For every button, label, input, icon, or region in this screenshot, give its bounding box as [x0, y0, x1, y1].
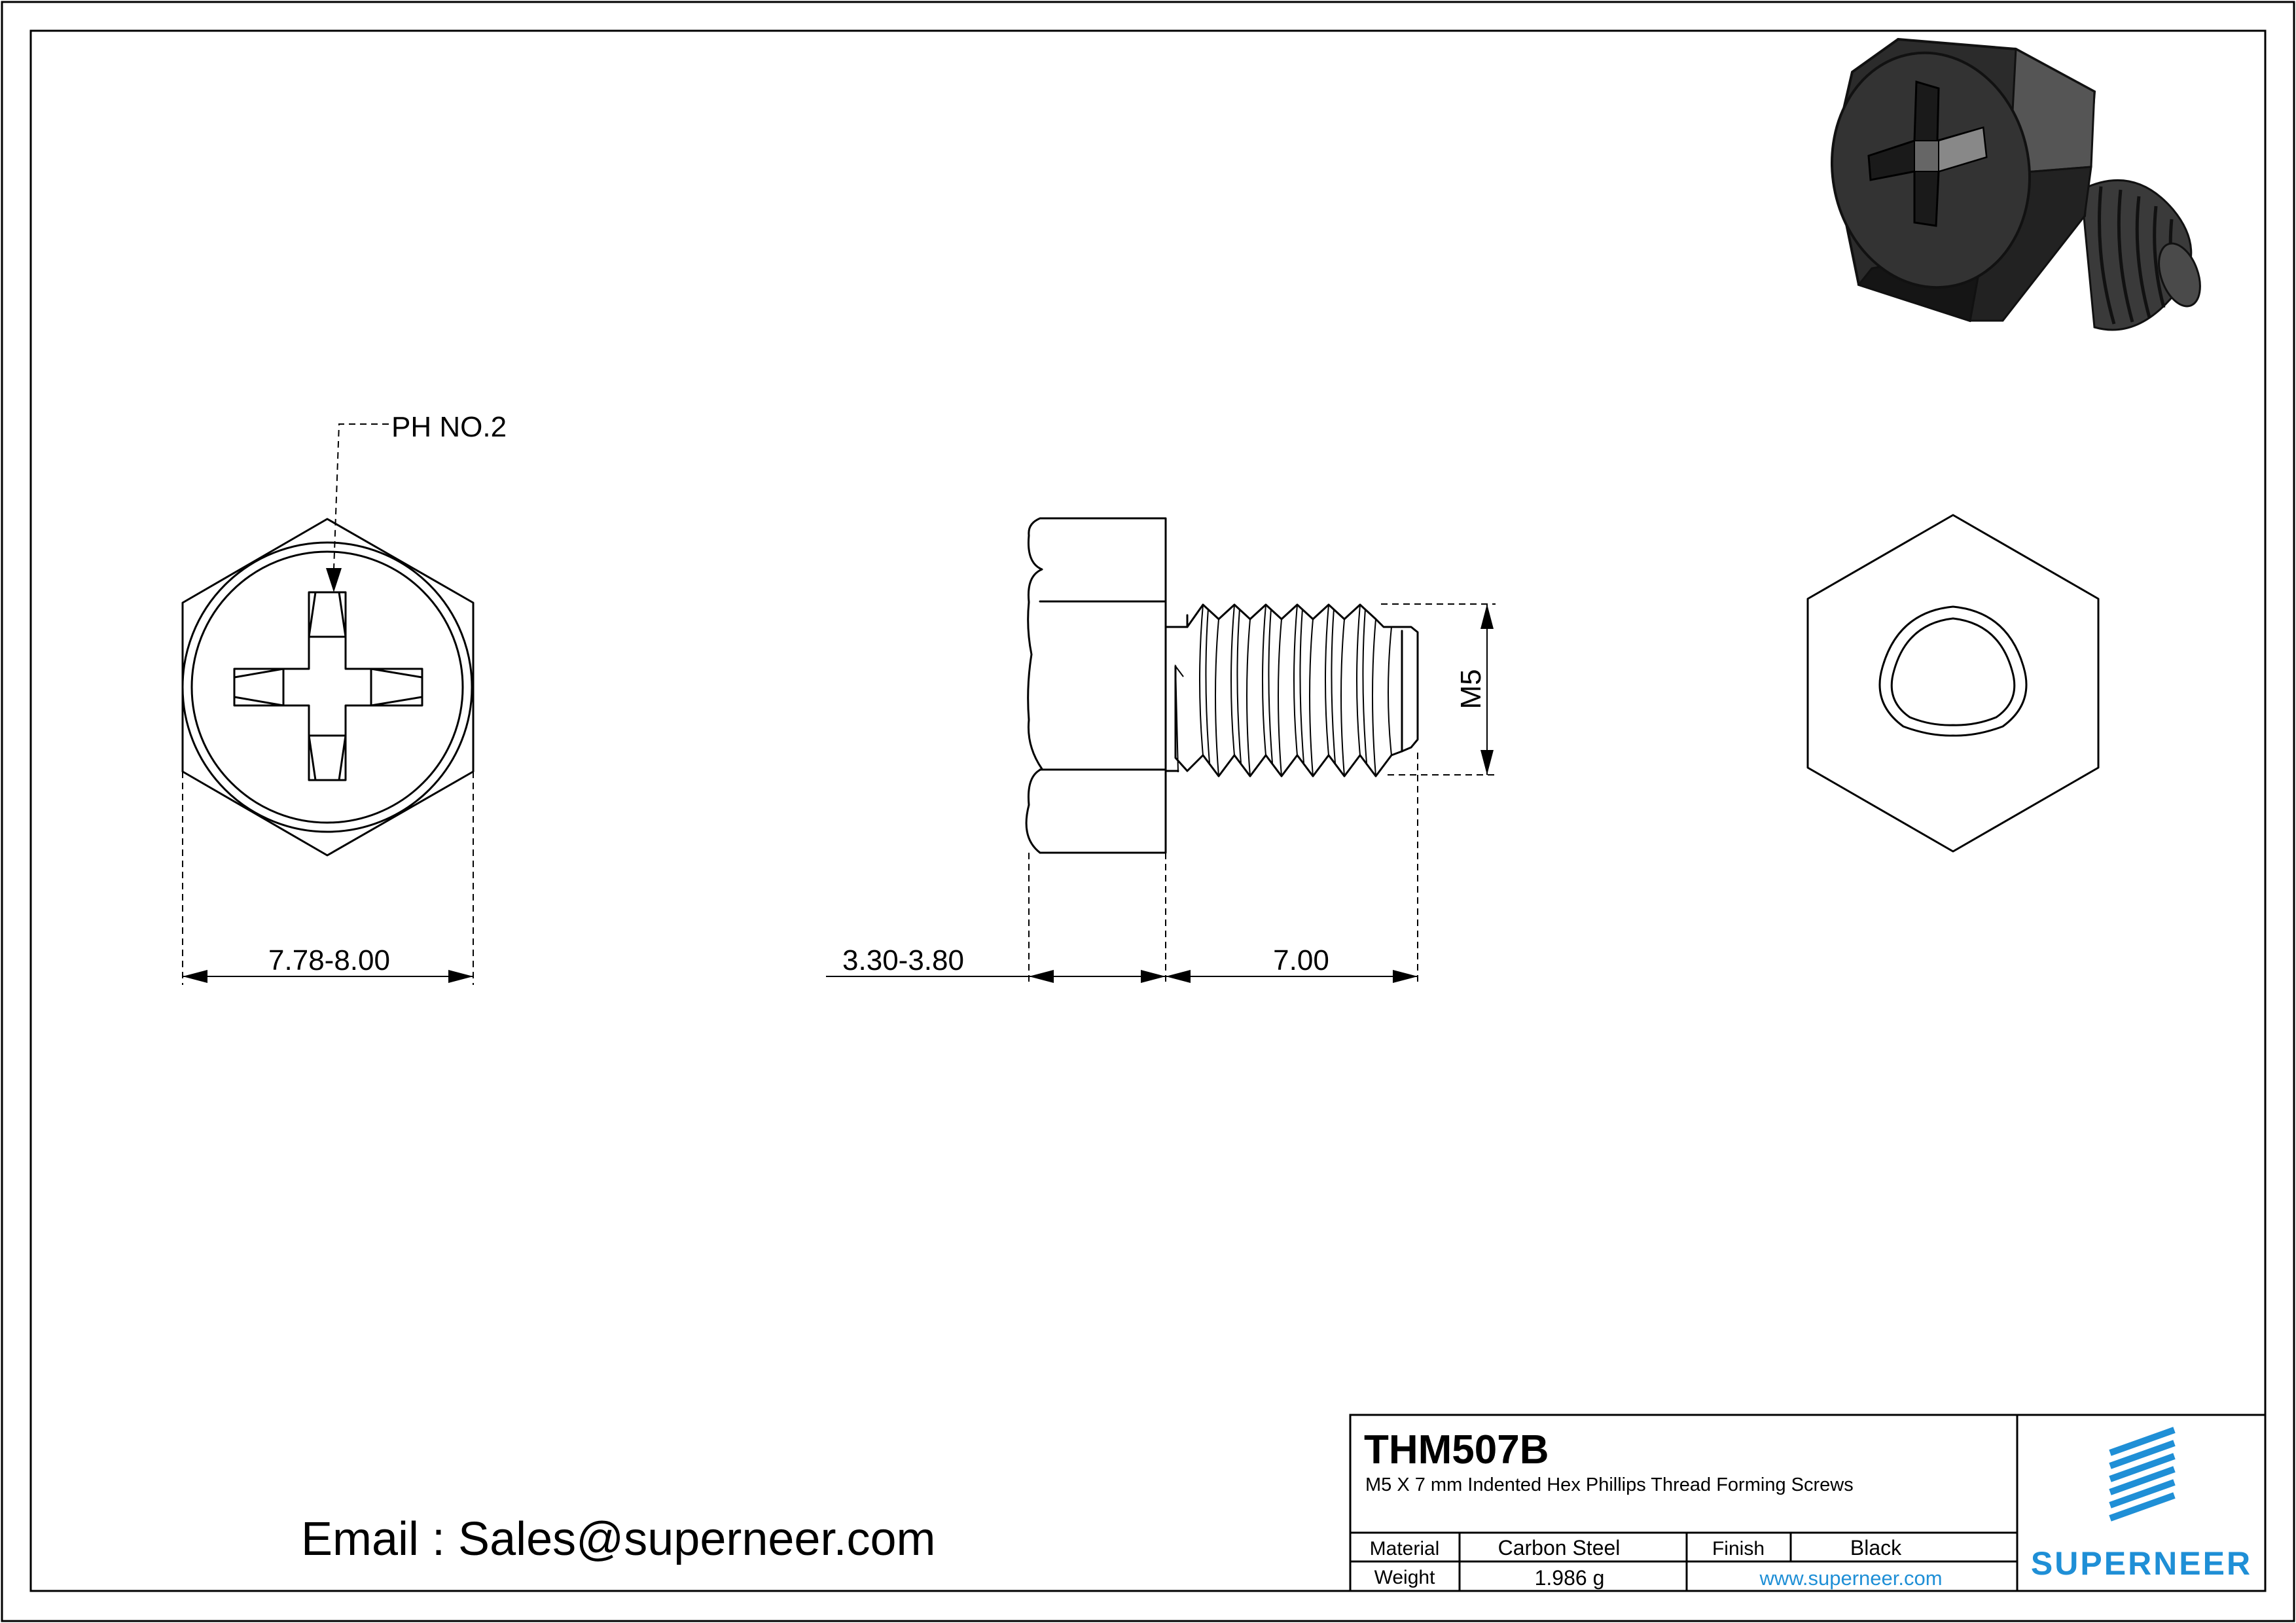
side-view: [1025, 517, 1419, 854]
dim-thread: M5: [1381, 603, 1496, 776]
dim-length: 7.00: [1166, 753, 1418, 985]
part-number: THM507B: [1364, 1427, 1549, 1472]
drive-callout: PH NO.2: [326, 411, 507, 592]
inner-border: [29, 29, 2267, 1592]
dim-head-width-text: 7.78-8.00: [268, 944, 390, 976]
callout-drive-text: PH NO.2: [391, 411, 507, 443]
dim-head-height: 3.30-3.80: [826, 853, 1166, 985]
contact-email[interactable]: Email : Sales@superneer.com: [301, 1513, 936, 1565]
dim-head-width: 7.78-8.00: [182, 772, 474, 985]
material-value: Carbon Steel: [1498, 1536, 1621, 1560]
dim-length-text: 7.00: [1273, 944, 1329, 976]
end-view: [1806, 514, 2100, 853]
website-link[interactable]: www.superneer.com: [1759, 1567, 1942, 1590]
finish-value: Black: [1850, 1536, 1902, 1560]
dim-head-height-text: 3.30-3.80: [842, 944, 964, 976]
head-front-view: [181, 518, 475, 857]
material-label: Material: [1370, 1538, 1440, 1560]
isometric-render: [1831, 37, 2201, 331]
part-description: M5 X 7 mm Indented Hex Phillips Thread F…: [1365, 1474, 1854, 1495]
weight-label: Weight: [1374, 1567, 1435, 1588]
superneer-logo-icon: [2109, 1427, 2176, 1522]
title-block: THM507B M5 X 7 mm Indented Hex Phillips …: [1349, 1414, 2267, 1592]
weight-value: 1.986 g: [1535, 1566, 1605, 1590]
dim-thread-text: M5: [1455, 669, 1487, 709]
finish-label: Finish: [1712, 1538, 1765, 1560]
brand-name: SUPERNEER: [2031, 1545, 2252, 1582]
